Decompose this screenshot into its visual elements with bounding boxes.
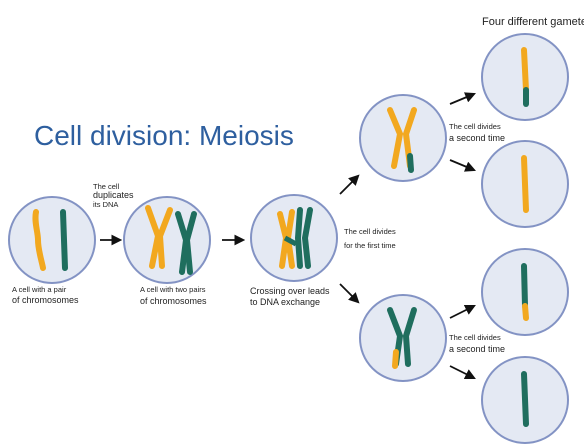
label-second-division-bottom: The cell divides a second time (449, 333, 506, 354)
chromosome-green (294, 207, 303, 269)
arrow-division-down (339, 283, 360, 304)
label-duplicate: The cell duplicates its DNA (93, 182, 134, 209)
gamete-4 (481, 356, 569, 444)
cell-after-first-division-bottom (359, 294, 447, 382)
cell-after-first-division-top (359, 94, 447, 182)
gamete-3 (481, 248, 569, 336)
label-cell-pair: A cell with a pair of chromosomes (12, 285, 79, 305)
gamete-2 (481, 140, 569, 228)
chromosome-orange (156, 207, 173, 269)
chromosome-green (183, 211, 197, 275)
arrow-gamete-3 (449, 305, 476, 319)
chromosome-green (402, 307, 417, 367)
arrow-gamete-1 (449, 92, 476, 105)
label-crossing-over: Crossing over leads to DNA exchange (250, 286, 330, 307)
arrow-gamete-4 (449, 365, 476, 379)
arrow-gamete-2 (449, 159, 476, 172)
chromosome-orange (32, 209, 46, 271)
chromosome-orange (387, 107, 404, 169)
cell-initial (8, 196, 96, 284)
label-two-pairs: A cell with two pairs of chromosomes (140, 285, 207, 306)
cell-duplicated (123, 196, 211, 284)
gametes-heading: Four different gametes (482, 16, 584, 28)
chromosome-green (301, 207, 313, 269)
cell-crossing-over (250, 194, 338, 282)
label-second-division-top: The cell divides a second time (449, 122, 506, 143)
page-title: Cell division: Meiosis (34, 120, 294, 151)
arrow-division-up (339, 174, 360, 195)
arrows (100, 92, 476, 379)
label-first-division: The cell divides for the first time (344, 227, 396, 250)
gamete-1 (481, 33, 569, 121)
chromosome-green (60, 209, 68, 271)
